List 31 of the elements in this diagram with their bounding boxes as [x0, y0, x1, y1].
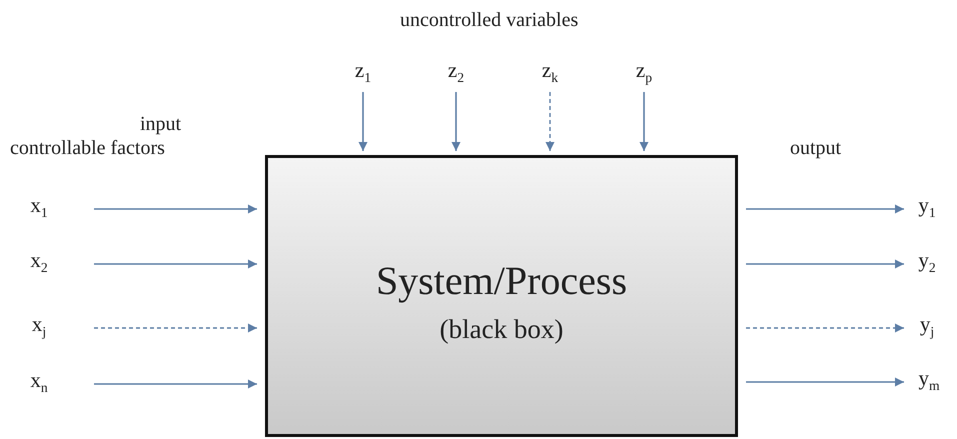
group-label: controllable factors [10, 136, 165, 160]
variable-label: x$_{n}$ [24, 368, 54, 396]
group-label: output [790, 136, 842, 160]
variable-label: x$_{2}$ [24, 248, 54, 276]
variable-label: y$_{1}$ [912, 193, 942, 221]
arrow [94, 380, 257, 388]
arrow [746, 324, 904, 332]
arrow [746, 260, 904, 268]
variable-label: z$_{2}$ [443, 58, 469, 86]
arrow [94, 324, 257, 332]
process-box [265, 155, 738, 437]
process-title: System/Process [376, 257, 628, 305]
arrow [358, 92, 368, 151]
arrow [94, 204, 257, 214]
variable-label: y$_{m}$ [912, 366, 946, 394]
process-subtitle: (black box) [440, 313, 564, 346]
variable-label: y$_{2}$ [912, 248, 942, 276]
arrow [746, 378, 904, 386]
group-label: input [140, 112, 182, 136]
arrow [746, 204, 904, 214]
variable-label: y$_{j}$ [912, 312, 942, 340]
variable-label: z$_{p}$ [631, 58, 657, 86]
arrow [546, 92, 554, 151]
variable-label: z$_{1}$ [350, 58, 376, 86]
arrow [640, 92, 648, 151]
arrow [94, 260, 257, 268]
variable-label: x$_{1}$ [24, 193, 54, 221]
variable-label: x$_{j}$ [24, 312, 54, 340]
variable-label: z$_{k}$ [537, 58, 563, 86]
arrow [452, 92, 460, 151]
group-label: uncontrolled variables [400, 8, 578, 32]
